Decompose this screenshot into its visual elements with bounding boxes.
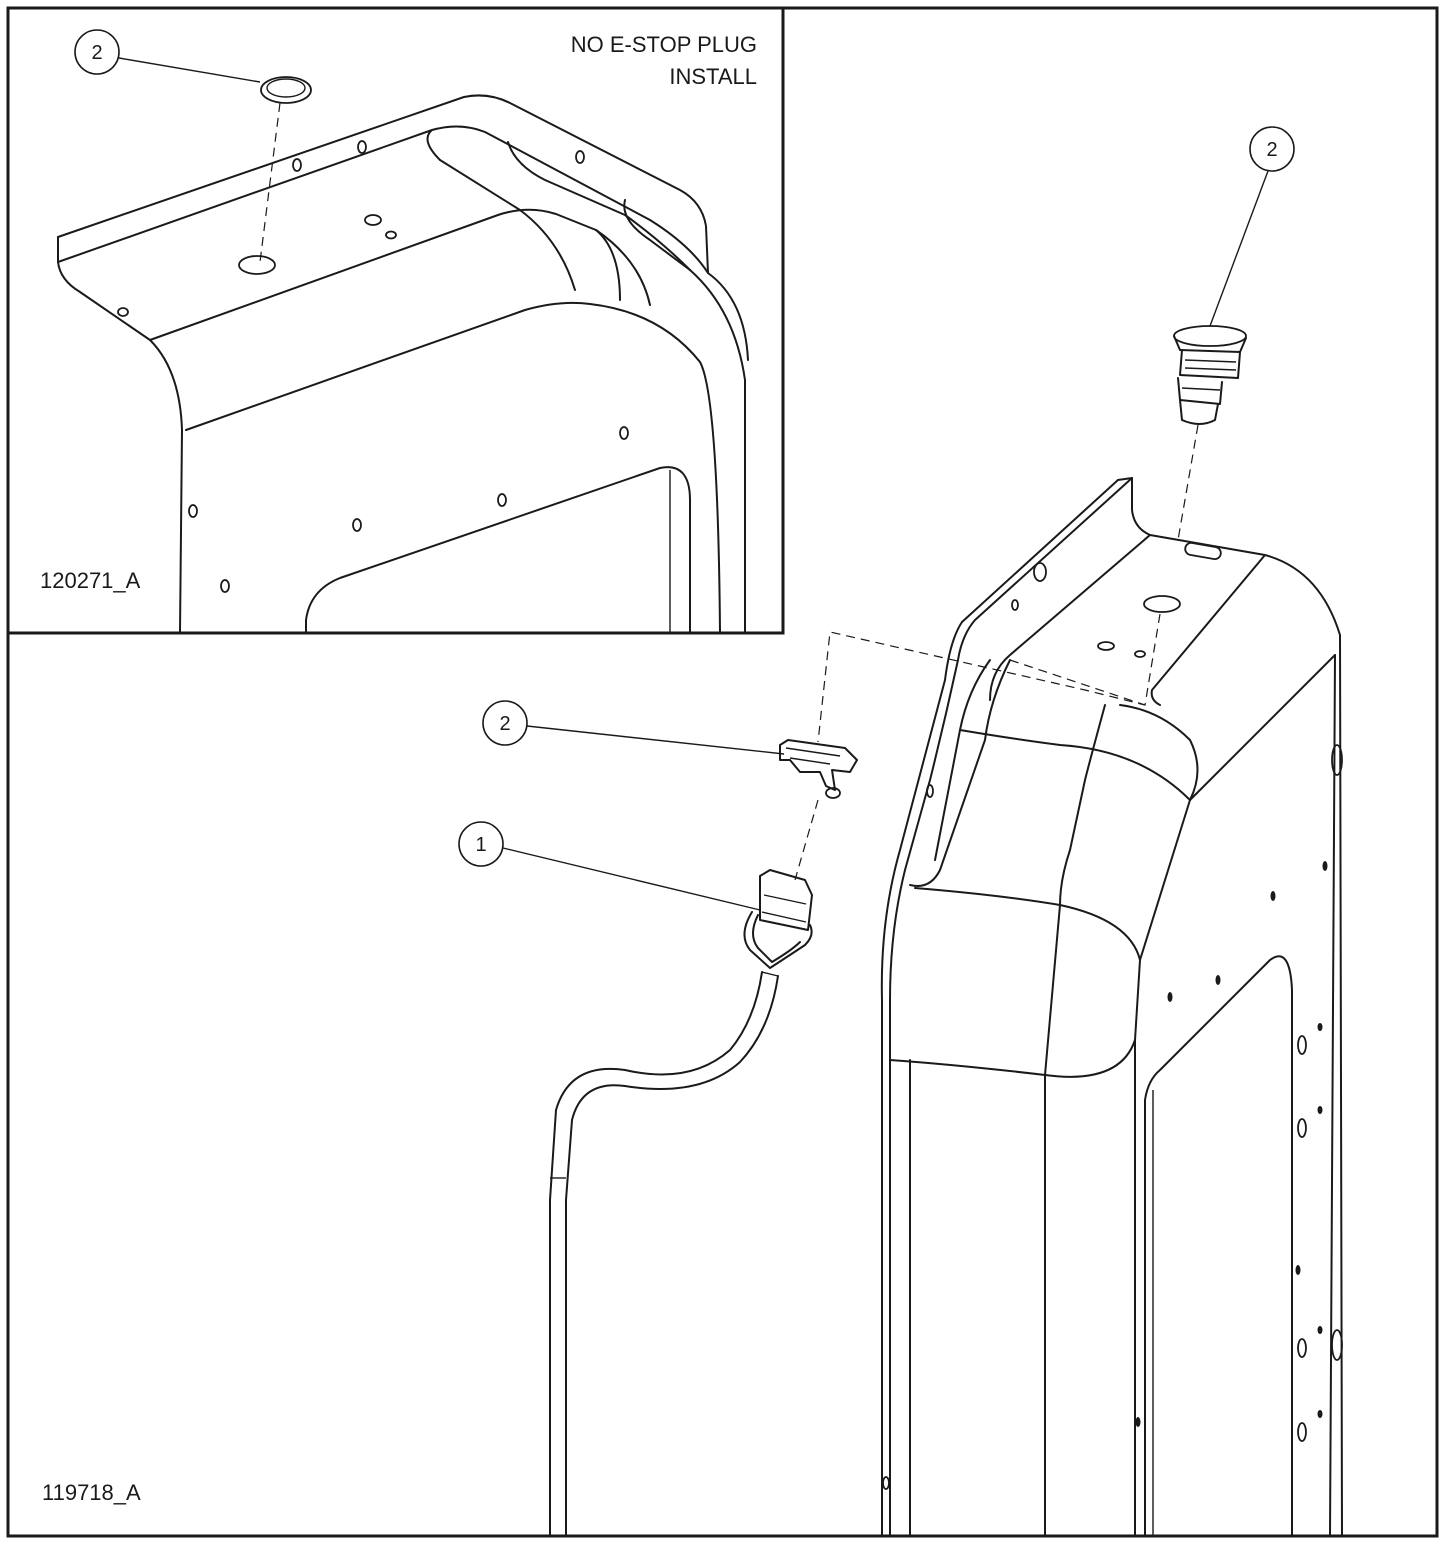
inset-panel: 2 NO E-STOP PLUG INSTALL 120271_A: [8, 8, 785, 635]
inset-callout-label: 2: [91, 42, 102, 64]
callout-cable-label: 1: [475, 834, 486, 856]
inset-figure-id: 120271_A: [40, 568, 141, 593]
callout-estop-label: 2: [1266, 139, 1277, 161]
switch-block-part: [779, 739, 858, 881]
cable-assembly-part: [549, 869, 813, 1536]
callout-estop-button: 2: [1209, 126, 1295, 327]
alignment-line: [817, 613, 1161, 743]
inset-border: [8, 8, 785, 635]
callout-cable-assembly: 1: [458, 821, 761, 911]
inset-title-line2: INSTALL: [669, 64, 757, 89]
inset-tower-top: [57, 94, 749, 633]
main-figure-id: 119718_A: [42, 1480, 141, 1505]
inset-plug: [259, 76, 312, 263]
callout-switch-label: 2: [499, 713, 510, 735]
estop-button-part: [1173, 325, 1247, 541]
inset-callout-bubble: 2: [74, 29, 261, 83]
callout-switch-block: 2: [482, 700, 785, 755]
inset-title-line1: NO E-STOP PLUG: [571, 32, 757, 57]
outer-frame: [6, 6, 1439, 1538]
main-tower: [880, 477, 1343, 1536]
